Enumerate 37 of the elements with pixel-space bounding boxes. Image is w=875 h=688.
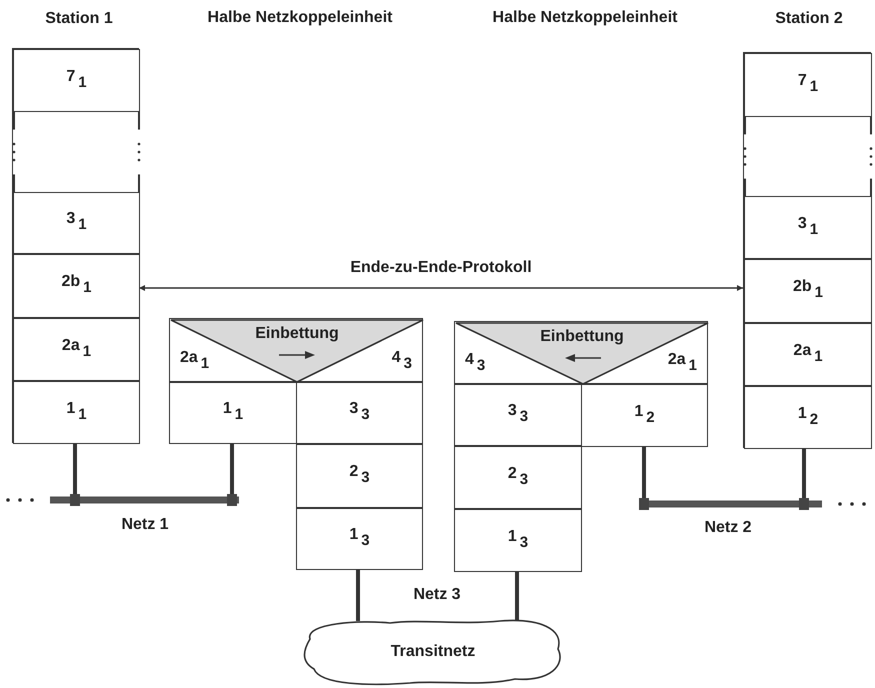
- layer-box: [744, 386, 872, 449]
- triangle-label: Einbettung: [540, 328, 624, 346]
- layer-box: [13, 254, 140, 318]
- layer-box: [13, 112, 140, 192]
- layer-box: [744, 196, 872, 259]
- layer-box: [454, 446, 582, 509]
- layer-box: [744, 53, 872, 117]
- cloud-label: Transitnetz: [390, 643, 476, 661]
- connection-line: [230, 444, 234, 494]
- triangle-label: Einbettung: [255, 325, 339, 343]
- layer-box: [454, 509, 582, 572]
- stack-heading: Station 2: [775, 10, 843, 28]
- stack-heading: Halbe Netzkoppeleinheit: [208, 9, 392, 27]
- layer-box: [581, 384, 708, 447]
- layer-box: [744, 117, 872, 196]
- network-label: Netz 2: [704, 519, 752, 537]
- connection-line: [73, 443, 77, 494]
- connection-line: [802, 448, 806, 498]
- arrow: [139, 285, 743, 291]
- layer-box: [13, 381, 140, 444]
- layer-box: [13, 49, 140, 112]
- connection-line: [515, 572, 519, 621]
- layer-box: [454, 384, 582, 446]
- layer-box: [296, 382, 423, 444]
- layer-box: [13, 318, 140, 381]
- layer-box: [296, 444, 423, 508]
- connection-line: [642, 447, 646, 498]
- layer-box: [169, 382, 297, 444]
- stack-heading: Halbe Netzkoppeleinheit: [492, 9, 678, 27]
- network-label: Netz 3: [413, 586, 461, 604]
- layer-box: [744, 259, 872, 323]
- network-label: Netz 1: [121, 516, 169, 534]
- connection-line: [356, 570, 360, 621]
- layer-box: [296, 508, 423, 570]
- stack-heading: Station 1: [45, 10, 113, 28]
- layer-box: [744, 323, 872, 386]
- layer-box: [13, 192, 140, 254]
